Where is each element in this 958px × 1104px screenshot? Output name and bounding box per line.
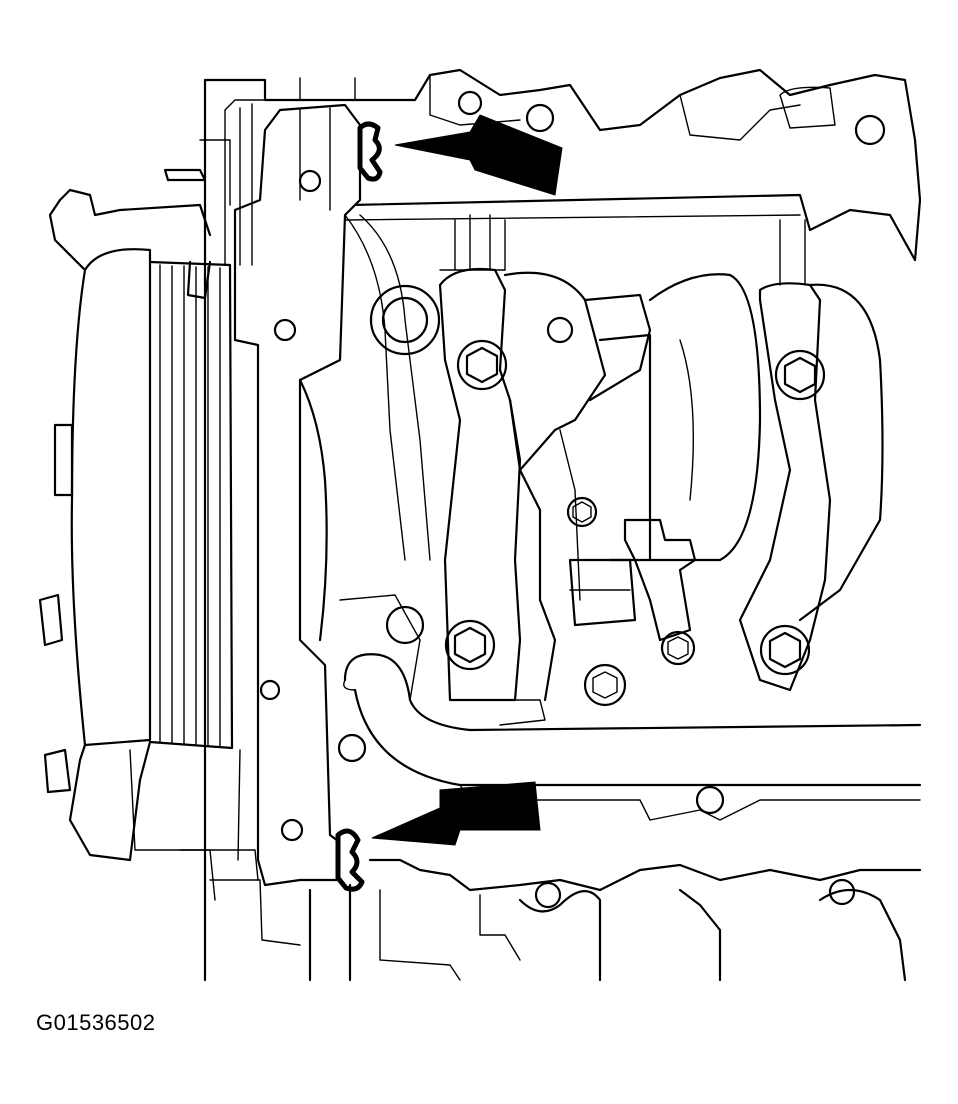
engine-diagram [38,68,922,982]
connecting-rod [568,518,697,642]
upper-block-outline [203,68,922,982]
figure-id-label: G01536502 [36,1010,156,1035]
lower-seal-arrow [371,781,541,846]
upper-seal-arrow [394,114,563,196]
idler-boss [369,284,441,356]
front-cover-plate [233,103,431,887]
oil-pickup-tube [339,594,922,787]
timing-side-details [199,99,266,861]
bearing-cap-right [738,219,884,692]
crankshaft-pulley [38,168,234,901]
crank-journal [598,273,762,562]
bearing-cap-left [438,214,522,702]
small-bolt-rod-lower [660,630,696,666]
small-bolt-left-cover [337,605,425,763]
bolt-upper-right [774,349,826,401]
lower-seal [335,828,365,892]
bolt-lower-left [444,619,496,671]
upper-seal [357,121,383,182]
crank-counterweight [503,271,652,702]
small-bolt-rod-upper [566,496,598,528]
small-bolt-center [583,663,627,707]
bolt-upper-left [456,339,508,391]
bolt-lower-right [759,624,811,676]
